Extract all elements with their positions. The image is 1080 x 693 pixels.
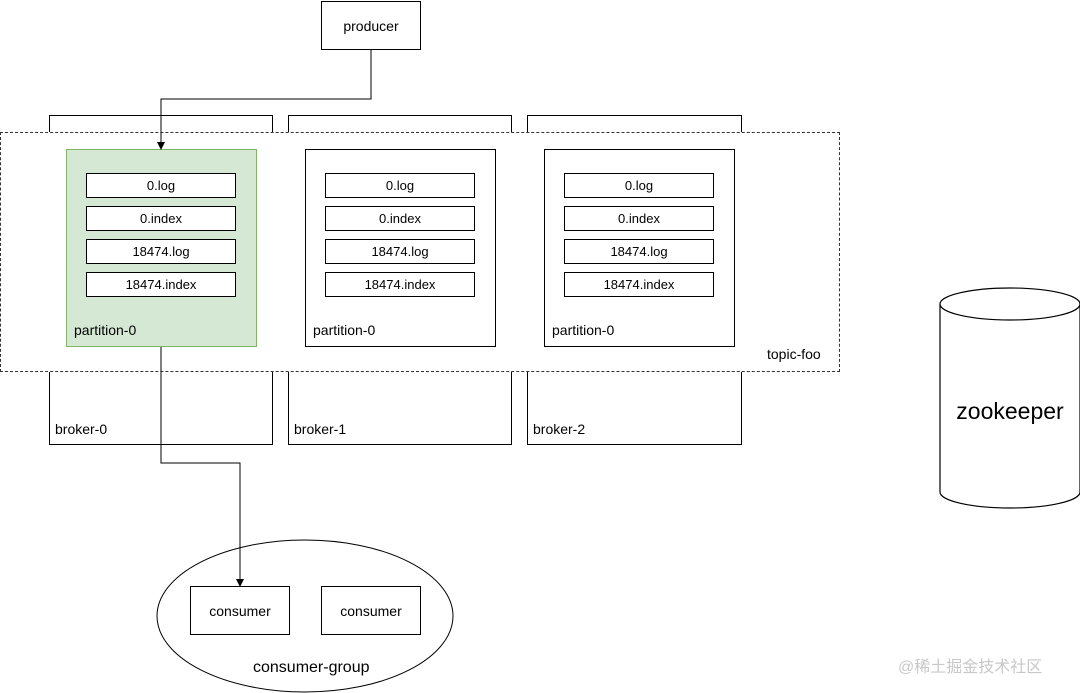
file-item: 18474.index xyxy=(325,272,475,297)
file-item: 0.log xyxy=(325,173,475,198)
consumer-arrow-line xyxy=(160,347,241,580)
broker-2-label: broker-2 xyxy=(533,421,586,437)
file-item: 18474.log xyxy=(86,239,236,264)
watermark: @稀土掘金技术社区 xyxy=(898,659,1043,676)
zookeeper-cylinder xyxy=(939,287,1080,509)
file-item: 0.log xyxy=(86,173,236,198)
consumer-group-label: consumer-group xyxy=(253,659,370,676)
file-item: 18474.log xyxy=(564,239,714,264)
consumer-arrow-head xyxy=(236,579,244,587)
file-item: 0.index xyxy=(564,206,714,231)
partition-label: partition-0 xyxy=(74,322,137,338)
consumer-group-ellipse xyxy=(156,539,454,693)
broker-0-label: broker-0 xyxy=(55,421,108,437)
consumer-box: consumer xyxy=(190,586,290,635)
topic-label: topic-foo xyxy=(767,346,821,362)
file-item: 0.index xyxy=(86,206,236,231)
zookeeper-label: zookeeper xyxy=(956,397,1064,424)
file-item: 0.log xyxy=(564,173,714,198)
file-item: 0.index xyxy=(325,206,475,231)
partition-label: partition-0 xyxy=(313,322,376,338)
partition-label: partition-0 xyxy=(552,322,615,338)
consumer-box: consumer xyxy=(321,586,421,635)
producer-box: producer xyxy=(321,1,421,50)
broker-1-box xyxy=(288,371,512,445)
file-item: 18474.index xyxy=(564,272,714,297)
file-item: 18474.index xyxy=(86,272,236,297)
producer-arrow-line xyxy=(160,50,372,143)
broker-1-label: broker-1 xyxy=(294,421,347,437)
broker-2-box xyxy=(527,371,742,445)
producer-arrow-head xyxy=(157,142,165,150)
file-item: 18474.log xyxy=(325,239,475,264)
